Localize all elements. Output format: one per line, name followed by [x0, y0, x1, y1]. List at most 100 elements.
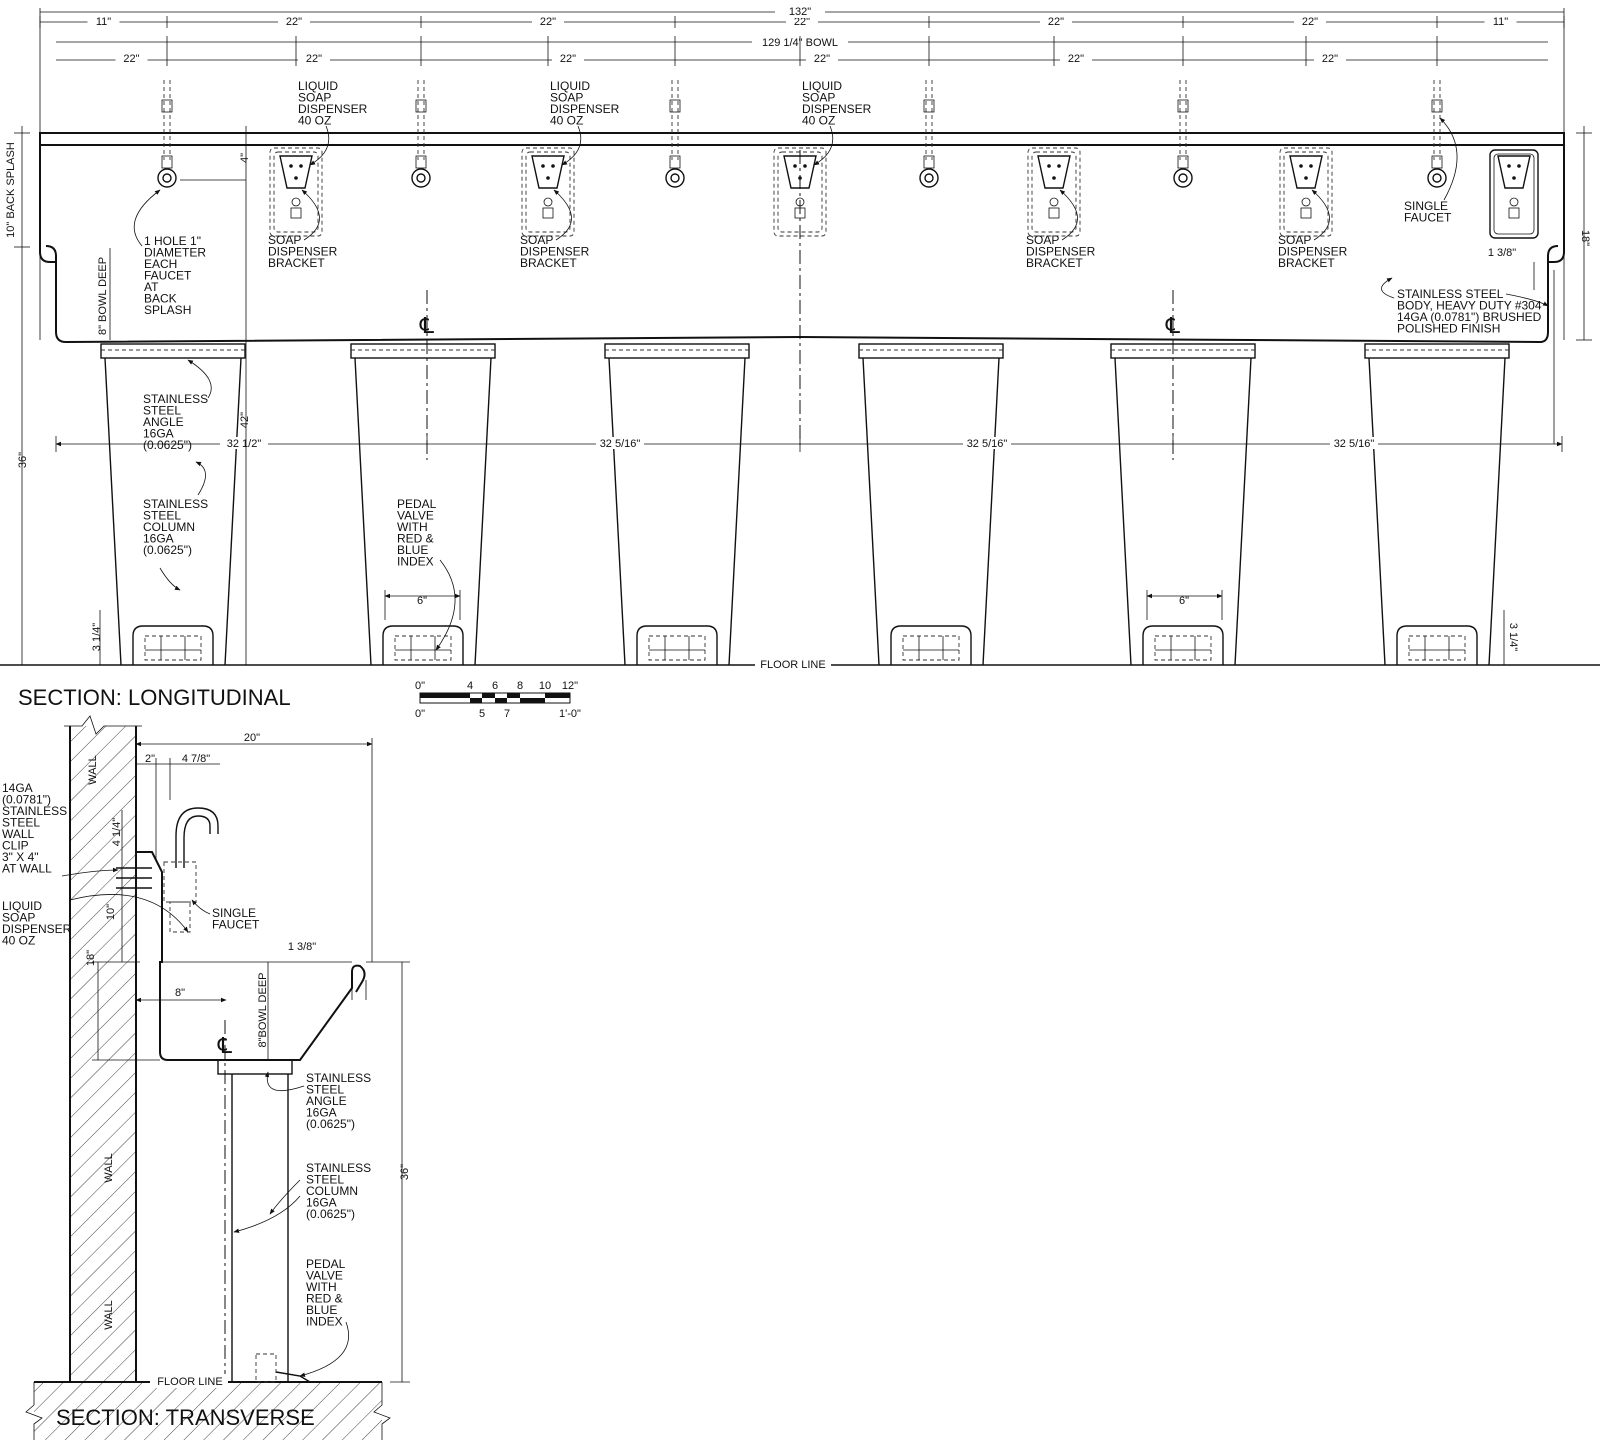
top-dimension-row: 11"22"22"22"22"22"11" 132" 129 1/4" BOWL…	[39, 4, 1565, 340]
dim-mask	[278, 14, 310, 26]
dim-mask	[115, 52, 148, 64]
dim-back-splash: 10" BACK SPLASH	[5, 142, 17, 238]
wall-clip-callout-line: CLIP	[2, 839, 29, 853]
soap-bracket-callout-0-line: SOAP	[268, 233, 301, 247]
dim-1-3-8-right: 1 3/8"	[1488, 247, 1516, 259]
left-vertical-dimensions: 10" BACK SPLASH 36" 8" BOWL DEEP 42" 4" …	[5, 126, 251, 666]
column-callout-line: COLUMN	[143, 520, 195, 534]
dim-mask	[1294, 14, 1326, 26]
dim-18-right: 18"	[1579, 230, 1591, 246]
single-faucet-callout-line: SINGLE	[1404, 199, 1448, 213]
wall-label-mid: WALL	[103, 1153, 115, 1183]
column-callout-transverse-line: STAINLESS	[306, 1161, 371, 1175]
wall-clip-callout-line: AT WALL	[2, 862, 52, 876]
wall-label-bottom: WALL	[103, 1300, 115, 1330]
dim-top-4: 22"	[1048, 16, 1064, 28]
column-callout-transverse-line: COLUMN	[306, 1184, 358, 1198]
soap-bracket-callout-3-line: BRACKET	[1278, 256, 1335, 270]
dim-2: 2"	[145, 753, 155, 765]
dim-bowl-deep: 8" BOWL DEEP	[97, 257, 109, 335]
pedal-callout-transverse-line: INDEX	[306, 1315, 343, 1329]
wall-clip-callout-line: 3" X 4"	[2, 850, 39, 864]
faucet-3	[919, 80, 939, 188]
column-callout-transverse-line: (0.0625")	[306, 1207, 355, 1221]
pedal-callout-long-line: PEDAL	[397, 497, 437, 511]
leg-1	[350, 343, 496, 666]
wall-clip-callout-line: STAINLESS	[2, 804, 67, 818]
dim-mask	[220, 437, 268, 449]
faucet-4	[1173, 80, 1193, 188]
angle-callout-transverse-line: (0.0625")	[306, 1117, 355, 1131]
dim-leg-2: 32 5/16"	[967, 438, 1008, 450]
soap-bracket-callout-0-line: DISPENSER	[268, 245, 338, 259]
dim-mask	[552, 52, 584, 64]
liquid-soap-callout-1-line: LIQUID	[550, 79, 590, 93]
dim-10: 10"	[105, 904, 117, 920]
single-faucet-callout-line: FAUCET	[1404, 211, 1452, 225]
dim-42: 42"	[239, 412, 251, 428]
soap-bracket-callout-1-line: BRACKET	[520, 256, 577, 270]
scale-top-5: 12"	[562, 680, 578, 692]
dim-mask	[1484, 14, 1517, 26]
soap-bracket-callout-2-line: SOAP	[1026, 233, 1059, 247]
pedal-callout-long-line: WITH	[397, 520, 428, 534]
dim-mask	[1330, 437, 1378, 449]
centerlines: ℄ ℄	[419, 150, 1181, 460]
right-vertical-dimensions: 18" 1 3/8" 3 1/4"	[1488, 126, 1592, 665]
scale-top-3: 8	[517, 680, 523, 692]
liquid-soap-callout-transverse-line: SOAP	[2, 911, 35, 925]
wall-label-top: WALL	[87, 755, 99, 785]
angle-callout-line: STEEL	[143, 404, 181, 418]
dim-mask	[87, 14, 120, 26]
faucet-hole-callout-line: 1 HOLE 1"	[144, 234, 201, 248]
faucet-hole-callout-line: BACK	[144, 292, 177, 306]
faucet-hole-callout-line: FAUCET	[144, 269, 192, 283]
angle-callout-transverse-line: STEEL	[306, 1083, 344, 1097]
liquid-soap-callout-transverse-line: DISPENSER	[2, 922, 72, 936]
faucet-hole-callout-line: DIAMETER	[144, 246, 206, 260]
pedal-callout-transverse-line: RED &	[306, 1292, 343, 1306]
pedal-callout-transverse-line: BLUE	[306, 1303, 337, 1317]
stainless-body-callout-line: STAINLESS STEEL	[1397, 287, 1504, 301]
single-faucet-callout-transverse-line: SINGLE	[212, 906, 256, 920]
wall-clip-callout-line: WALL	[2, 827, 35, 841]
soap-bracket-callout-1-line: DISPENSER	[520, 245, 590, 259]
dim-faucet-0: 22"	[123, 53, 139, 65]
liquid-soap-callout-2-line: 40 OZ	[802, 114, 835, 128]
leg-5	[1364, 343, 1510, 666]
soap-dispenser-3	[1027, 147, 1081, 237]
dim-4: 4"	[239, 153, 251, 163]
leg-spacing-dimensions: 32 1/2"32 5/16"32 5/16"32 5/16"	[55, 436, 1563, 452]
support-legs	[100, 343, 1510, 666]
scale-top-2: 6	[492, 680, 498, 692]
angle-callout-transverse-line: ANGLE	[306, 1094, 347, 1108]
wall-clip-callout-line: STEEL	[2, 816, 40, 830]
soap-bracket-callout-1-line: SOAP	[520, 233, 553, 247]
floor-line-label: FLOOR LINE	[760, 659, 825, 671]
soap-dispenser-4	[1279, 147, 1333, 237]
dim-top-0: 11"	[96, 16, 111, 28]
dim-top-6: 11"	[1493, 16, 1508, 28]
column-callout-transverse-line: 16GA	[306, 1196, 337, 1210]
dim-6-right: 6"	[1179, 595, 1189, 607]
dim-mask	[532, 14, 564, 26]
stainless-body-callout-line: POLISHED FINISH	[1397, 322, 1500, 336]
longitudinal-title: SECTION: LONGITUDINAL	[18, 685, 291, 710]
dim-faucet-3: 22"	[814, 53, 830, 65]
dim-bowl-deep-transverse: 8"BOWL DEEP	[257, 972, 269, 1047]
dim-4-7-8: 4 7/8"	[182, 753, 210, 765]
liquid-soap-callout-0-line: 40 OZ	[298, 114, 331, 128]
scale-bottom-1: 5	[479, 708, 485, 720]
soap-dispenser-5	[1489, 149, 1539, 239]
dim-leg-1: 32 5/16"	[600, 438, 641, 450]
